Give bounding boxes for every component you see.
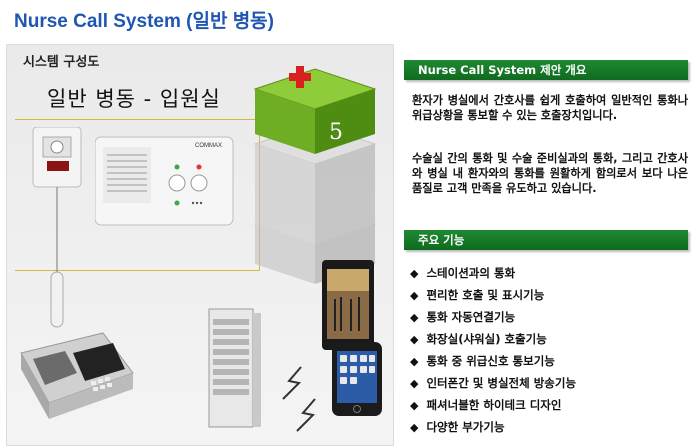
diamond-bullet-icon: ◆: [410, 398, 419, 412]
list-item: ◆통화 자동연결기능: [410, 310, 516, 324]
tablet-device: [321, 259, 375, 355]
smartphone-device: [331, 341, 383, 421]
overview-paragraph-2: 수술실 간의 통화 및 수술 준비실과의 통화, 그리고 간호사와 병실 내 환…: [412, 152, 688, 195]
brand-label: COMMAX: [195, 143, 222, 149]
list-item: ◆패셔너블한 하이테크 디자인: [410, 398, 562, 412]
list-item: ◆다양한 부가기능: [410, 420, 505, 434]
diagram-section-label: 시스템 구성도: [23, 55, 100, 70]
wireless-signal-icon: [277, 363, 323, 439]
feature-list: ◆스테이션과의 통화 ◆편리한 호출 및 표시기능 ◆통화 자동연결기능 ◆화장…: [410, 262, 576, 438]
diamond-bullet-icon: ◆: [410, 332, 419, 346]
diamond-bullet-icon: ◆: [410, 310, 419, 324]
diamond-bullet-icon: ◆: [410, 288, 419, 302]
features-header: 주요 기능: [404, 230, 688, 250]
nurse-station-phone: [13, 323, 137, 435]
system-diagram-panel: 시스템 구성도 일반 병동 - 입원실 COMMAX: [6, 44, 394, 446]
list-item: ◆편리한 호출 및 표시기능: [410, 288, 545, 302]
overview-header: Nurse Call System 제안 개요: [404, 60, 688, 80]
list-item: ◆스테이션과의 통화: [410, 266, 516, 280]
red-cross-icon: [289, 66, 311, 88]
list-item: ◆통화 중 위급신호 통보기능: [410, 354, 555, 368]
list-item: ◆인터폰간 및 병실전체 방송기능: [410, 376, 577, 390]
pull-cord-call-unit: [29, 126, 89, 341]
diamond-bullet-icon: ◆: [410, 354, 419, 368]
building-floors: 5: [247, 49, 397, 303]
diamond-bullet-icon: ◆: [410, 420, 419, 434]
ward-title: 일반 병동 - 입원실: [47, 87, 221, 111]
diamond-bullet-icon: ◆: [410, 266, 419, 280]
exchange-rack: [205, 307, 263, 435]
diamond-bullet-icon: ◆: [410, 376, 419, 390]
page-title: Nurse Call System (일반 병동): [14, 11, 274, 32]
overview-paragraph-1: 환자가 병실에서 간호사를 쉽게 호출하여 일반적인 통화나 위급상황을 통보할…: [412, 94, 688, 122]
bedside-master-unit: COMMAX: [94, 131, 235, 235]
floor-number: 5: [329, 120, 343, 145]
list-item: ◆화장실(샤워실) 호출기능: [410, 332, 547, 346]
